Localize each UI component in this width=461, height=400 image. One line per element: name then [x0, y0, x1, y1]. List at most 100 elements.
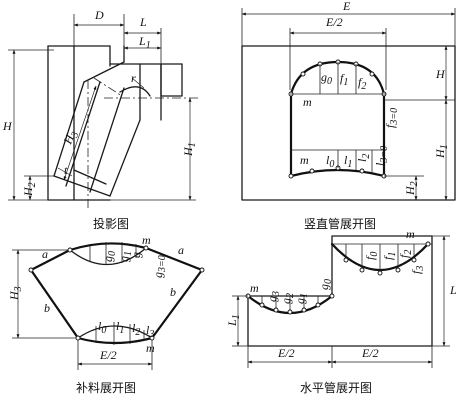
label-h3: H3 — [7, 286, 24, 301]
label-l: L — [449, 283, 457, 297]
label-h: H — [435, 67, 446, 81]
label-l2: l2 — [355, 154, 372, 162]
label-b-right: b — [170, 285, 176, 299]
caption-vertical: 竖直管展开图 — [304, 216, 376, 231]
label-f2: f2 — [397, 250, 414, 258]
construction-point — [395, 267, 401, 273]
construction-point — [75, 335, 81, 341]
construction-point — [199, 267, 205, 273]
caption-projection: 投影图 — [93, 216, 129, 231]
construction-point — [259, 302, 265, 308]
oblique-pipe-left — [53, 81, 85, 177]
label-l1: l1 — [344, 153, 352, 170]
oblique-axis — [93, 77, 123, 97]
label-l0: l0 — [326, 153, 334, 170]
label-r: r — [131, 71, 136, 85]
construction-point — [315, 302, 321, 308]
label-h1: H1 — [181, 142, 198, 157]
construction-point — [425, 241, 431, 247]
label-g3: g3=0 — [151, 255, 168, 278]
label-g2: g2 — [279, 293, 296, 304]
radius-arc — [119, 86, 151, 97]
label-f1: f1 — [381, 252, 398, 260]
oblique-pipe-inner — [89, 87, 125, 193]
vertical-pipe-cutout — [289, 60, 386, 178]
construction-point — [143, 245, 149, 251]
label-l0: l0 — [98, 319, 106, 336]
label-m-left: m — [250, 281, 259, 295]
label-l1: L1 — [225, 314, 242, 327]
dim-r-line — [131, 77, 145, 89]
label-e: E — [342, 0, 351, 13]
label-f3: f3=0 — [383, 108, 400, 128]
oblique-pipe-base — [53, 175, 111, 197]
label-f3: f3 — [409, 266, 426, 274]
label-g1: g1 — [293, 293, 310, 304]
label-d: D — [94, 8, 104, 22]
label-l: L — [139, 15, 147, 29]
label-e-half: E/2 — [99, 348, 117, 362]
construction-point — [359, 168, 365, 174]
label-g3: g3 — [265, 291, 282, 302]
label-m-top: m — [142, 233, 151, 247]
label-g0: g0 — [101, 251, 118, 262]
label-f0: f0 — [363, 252, 380, 260]
construction-point — [273, 307, 279, 313]
label-a-right: a — [178, 243, 184, 257]
horizontal-pipe-development: m m g3 g2 g1 g0 f0 f1 f2 f3 L L1 E/2 E/2… — [225, 227, 457, 395]
label-h: H — [2, 119, 13, 133]
label-t: t — [64, 163, 68, 177]
construction-point — [369, 71, 375, 77]
label-m-top: m — [303, 95, 312, 109]
projection-outline — [47, 45, 111, 201]
patch-bottom-curve — [77, 325, 153, 339]
label-h3: H3 — [60, 128, 81, 148]
label-l3: l3=0 — [373, 146, 390, 166]
construction-point — [343, 257, 349, 263]
dim-t-line — [57, 167, 73, 177]
label-f1: f1 — [340, 71, 348, 88]
patch-development: H3 a a b b m m g0 g1 g g3=0 l0 l1 — [7, 233, 205, 395]
label-a-left: a — [42, 247, 48, 261]
oblique-pipe-right — [109, 119, 141, 197]
construction-point — [329, 293, 335, 299]
label-h2: H2 — [403, 181, 420, 196]
label-l1: L1 — [138, 34, 151, 51]
construction-point — [301, 307, 307, 313]
label-m-right: m — [406, 227, 415, 241]
label-g0: g0 — [317, 279, 334, 290]
projection-view: D L L1 H H2 — [2, 8, 198, 231]
construction-point — [411, 257, 417, 263]
label-e-half-right: E/2 — [361, 346, 379, 360]
label-m-bottom: m — [146, 341, 155, 355]
horizontal-pipe-sheet — [247, 235, 433, 347]
dim-h3-line — [63, 85, 97, 181]
vertical-pipe-development: E E/2 m m g0 f1 — [241, 0, 456, 231]
label-h2: H2 — [21, 182, 38, 197]
patch-top-curve — [69, 247, 147, 266]
label-e-half: E/2 — [325, 15, 343, 29]
construction-point — [67, 247, 73, 253]
label-l2: l2 — [132, 321, 140, 338]
label-h1: H1 — [433, 144, 450, 159]
label-m-bottom: m — [300, 153, 309, 167]
construction-point — [377, 270, 383, 276]
construction-point — [300, 71, 306, 77]
caption-patch: 补料展开图 — [76, 381, 136, 395]
label-g2: g — [129, 252, 143, 258]
construction-point — [309, 168, 315, 174]
label-g1: g1 — [117, 251, 134, 262]
caption-horizontal: 水平管展开图 — [300, 380, 372, 395]
label-f2: f2 — [358, 75, 366, 92]
label-b-left: b — [44, 301, 50, 315]
oblique-section-line — [73, 169, 107, 185]
construction-point — [28, 267, 34, 273]
vertical-pipe-sheet — [241, 45, 456, 201]
construction-point — [287, 309, 293, 315]
label-l1: l1 — [116, 319, 124, 336]
label-e-half-left: E/2 — [277, 346, 295, 360]
label-l3: l3 — [146, 323, 154, 340]
oblique-pipe-top — [83, 61, 125, 83]
